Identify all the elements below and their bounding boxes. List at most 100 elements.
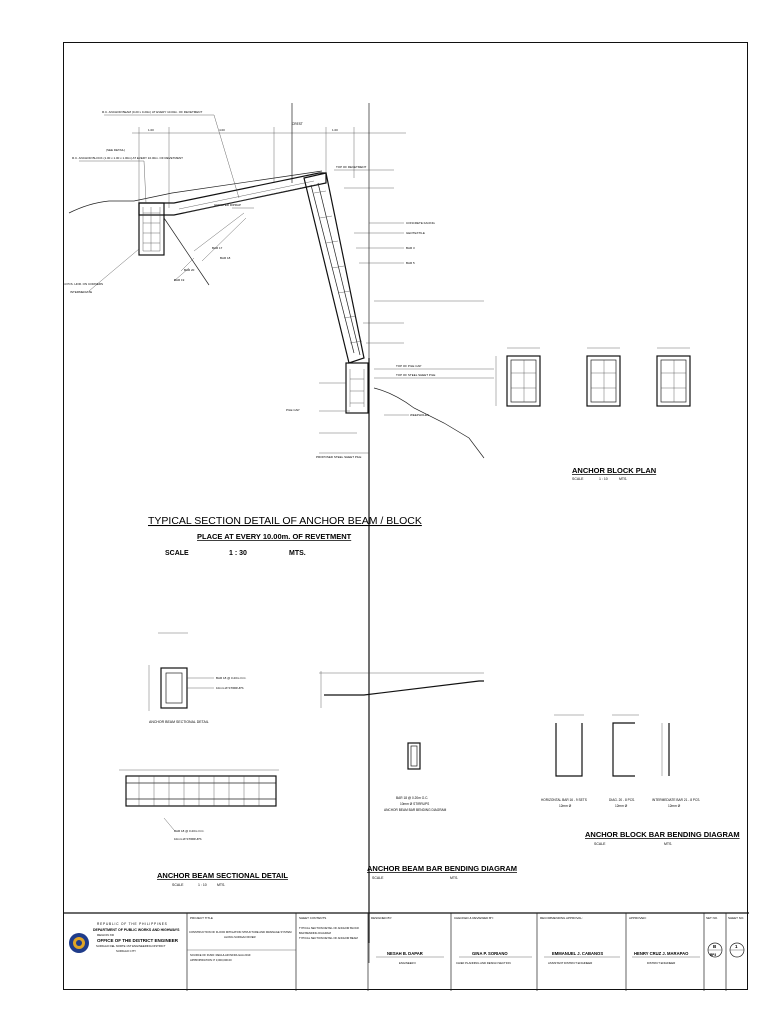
beam-bending-note-1: BAR 18 @ 0.20m O.C. xyxy=(396,796,428,800)
title-block: REPUBLIC OF THE PHILIPPINES DEPARTMENT O… xyxy=(64,912,749,991)
callout-bar-19: BAR 19 xyxy=(174,278,185,282)
beam-bending-title: ANCHOR BEAM BAR BENDING DIAGRAM xyxy=(367,864,517,873)
region-text: REGION XIII xyxy=(97,933,114,937)
sheet-no-label: SHEET NO. xyxy=(728,916,744,920)
republic-text: REPUBLIC OF THE PHILIPPINES xyxy=(97,922,168,926)
block-bar-21: INTERMEDIATE BAR 21 - 8 PCS. xyxy=(652,798,700,802)
crest-label: CREST xyxy=(292,122,303,126)
set-no: B xyxy=(713,944,717,949)
plan-scale-value: 1 : 10 xyxy=(599,477,608,481)
callout-pile-cap: PILE CAP xyxy=(286,408,300,412)
sheet-no: 1 xyxy=(735,944,738,949)
approved-role: DISTRICT ENGINEER xyxy=(647,961,675,965)
beam-long-note-2: 10mm Ø STIRRUPS xyxy=(174,837,202,841)
project-title-label: PROJECT TITLE xyxy=(190,916,213,920)
project-sub: ALONG SURIGAO RIVER xyxy=(224,935,256,939)
beam-bending-note-3: ANCHOR BEAM BAR BENDING DIAGRAM xyxy=(384,808,447,812)
callout-bar-5: BAR 5 xyxy=(406,261,415,265)
callout-hor-corners: 4 PCS. HOR. ON CORNERS xyxy=(64,282,103,286)
callout-grouted-riprap: GROUTED RIPRAP xyxy=(214,203,241,207)
callout-anchor-block: R.C. ANCHOR BLOCK (1.00 x 1.00 x 1.00m) … xyxy=(72,156,183,160)
callout-anchor-beam: R.C. ANCHOR BEAM (0.20 x 0.20m) AT EVERY… xyxy=(102,110,202,114)
anchor-block-plan: ANCHOR BLOCK PLAN SCALE 1 : 10 MTS. xyxy=(495,347,691,481)
checked-by-name: GINA P. SORIANO xyxy=(472,951,508,956)
block-bar-16: HORIZONTAL BAR 16 - 9 SETS xyxy=(541,798,587,802)
beam-section-note-2: 10mm Ø STIRRUPS xyxy=(216,686,244,690)
anchor-beam-section: BAR 18 @ 0.20m O.C. 10mm Ø STIRRUPS ANCH… xyxy=(148,632,247,724)
designed-by-name: NESAH B. DAPAR xyxy=(387,951,423,956)
anchor-beam-long-detail: BAR 18 @ 0.20m O.C. 10mm Ø STIRRUPS ANCH… xyxy=(119,769,288,887)
set-no-label: SET NO. xyxy=(706,916,718,920)
sheet-contents-label: SHEET CONTENTS xyxy=(299,916,326,920)
beam-bar-bending: BAR 18 @ 0.20m O.C. 10mm Ø STIRRUPS ANCH… xyxy=(319,671,517,880)
drawing-canvas: 1.00 4.00 1.00 CREST xyxy=(64,103,749,991)
block-bending-scale-unit: MTS. xyxy=(664,842,672,846)
main-subtitle: PLACE AT EVERY 10.00m. OF REVETMENT xyxy=(197,532,352,541)
drawing-sheet: 1.00 4.00 1.00 CREST xyxy=(63,42,749,991)
beam-bending-scale-label: SCALE xyxy=(372,876,384,880)
district-text: SURIGAO DEL NORTE 1ST ENGINEERING DISTRI… xyxy=(96,944,166,948)
checked-by-role: CHIEF PLANNING AND DESIGN SECTION xyxy=(456,961,511,965)
callout-bar-3: BAR 3 xyxy=(406,246,415,250)
approved-name: HENRY CRUZ J. MARAPAO xyxy=(634,951,689,956)
callout-top-revetment: TOP OF REVETMENT xyxy=(336,165,367,169)
plan-scale-label: SCALE xyxy=(572,477,584,481)
beam-long-note-1: BAR 18 @ 0.20m O.C. xyxy=(174,829,205,833)
sheet-contents-1: TYPICAL SECTION DETAIL OF ANCHOR BLOCK xyxy=(299,926,359,930)
block-bar-bending: HORIZONTAL BAR 16 - 9 SETS 12mm Ø DIAG. … xyxy=(541,714,740,846)
callout-bar-17: BAR 17 xyxy=(212,246,223,250)
callout-concrete-facing: CONCRETE FACING xyxy=(406,221,436,225)
beam-bending-scale-unit: MTS. xyxy=(450,876,458,880)
beam-detail-scale-unit: MTS. xyxy=(217,883,225,887)
recommending-name: EMMANUEL J. CABANOS xyxy=(552,951,603,956)
plan-scale-unit: MTS. xyxy=(619,477,627,481)
set-sub: RP3 xyxy=(710,953,716,957)
callout-sheet-pile: PROPOSED STEEL SHEET PILE xyxy=(316,455,361,459)
project-title: CONSTRUCTION OF FLOOD MITIGATION STRUCTU… xyxy=(189,930,292,934)
block-bending-scale-label: SCALE xyxy=(594,842,606,846)
beam-bending-note-2: 10mm Ø STIRRUPS xyxy=(400,802,429,806)
block-bar-16-note: 12mm Ø xyxy=(559,804,572,808)
beam-section-note-1: BAR 18 @ 0.20m O.C. xyxy=(216,676,247,680)
block-bar-20-note: 12mm Ø xyxy=(615,804,628,808)
block-bending-title: ANCHOR BLOCK BAR BENDING DIAGRAM xyxy=(585,830,740,839)
sheet-contents-3: TYPICAL SECTION DETAIL OF ANCHOR BEAM xyxy=(299,936,358,940)
office-text: OFFICE OF THE DISTRICT ENGINEER xyxy=(97,938,179,943)
recommending-label: RECOMMENDING APPROVAL: xyxy=(540,916,583,920)
main-section-detail: 1.00 4.00 1.00 CREST xyxy=(64,103,494,963)
city-text: SURIGAO CITY xyxy=(116,949,136,953)
beam-detail-scale-label: SCALE xyxy=(172,883,184,887)
callout-weepholes: WEEPHOLES xyxy=(410,413,429,417)
callout-see-detail: (SEE DETAIL) xyxy=(106,148,125,152)
designed-by-label: DESIGNED BY: xyxy=(371,916,392,920)
block-bar-21-note: 12mm Ø xyxy=(668,804,681,808)
main-scale-value: 1 : 30 xyxy=(229,550,247,557)
main-title: TYPICAL SECTION DETAIL OF ANCHOR BEAM / … xyxy=(148,515,422,527)
beam-section-label: ANCHOR BEAM SECTIONAL DETAIL xyxy=(149,720,209,724)
svg-text:1.00: 1.00 xyxy=(148,128,154,132)
block-bar-20: DIAG. 20 - 8 PCS. xyxy=(609,798,635,802)
callout-bar-20: BAR 20 xyxy=(184,268,195,272)
callout-bar-18: BAR 18 xyxy=(220,256,231,260)
approved-label: APPROVED: xyxy=(629,916,647,920)
appropriation: APPROPRIATION: P 3,000,000.00 xyxy=(190,958,232,962)
source-of-fund: SOURCE OF FUND: REGULAR INFRA GAA 2019 xyxy=(190,953,251,957)
callout-top-sheet-pile: TOP OF STEEL SHEET PILE xyxy=(396,373,435,377)
sheet-contents-2: BAR BENDING DIAGRAM xyxy=(299,931,332,935)
anchor-block-plan-title: ANCHOR BLOCK PLAN xyxy=(572,466,656,475)
svg-text:4.00: 4.00 xyxy=(219,128,225,132)
beam-detail-scale-value: 1 : 10 xyxy=(198,883,207,887)
department-text: DEPARTMENT OF PUBLIC WORKS AND HIGHWAYS xyxy=(93,928,180,932)
callout-intermediate: INTERMEDIATE xyxy=(70,290,92,294)
checked-label: CHECKED & REVIEWED BY: xyxy=(454,916,494,920)
beam-detail-title: ANCHOR BEAM SECTIONAL DETAIL xyxy=(157,871,288,880)
designed-by-role: ENGINEER II xyxy=(399,961,416,965)
dpwh-seal-icon xyxy=(69,933,89,953)
main-title-block: TYPICAL SECTION DETAIL OF ANCHOR BEAM / … xyxy=(148,515,422,557)
callout-top-pile-cap: TOP OF PILE CAP xyxy=(396,364,421,368)
callout-geotextile: GEOTEXTILE xyxy=(406,231,425,235)
svg-text:1.00: 1.00 xyxy=(332,128,338,132)
recommending-role: ASSISTANT DISTRICT ENGINEER xyxy=(548,961,592,965)
main-scale-label: SCALE xyxy=(165,550,189,557)
main-scale-unit: MTS. xyxy=(289,550,306,557)
